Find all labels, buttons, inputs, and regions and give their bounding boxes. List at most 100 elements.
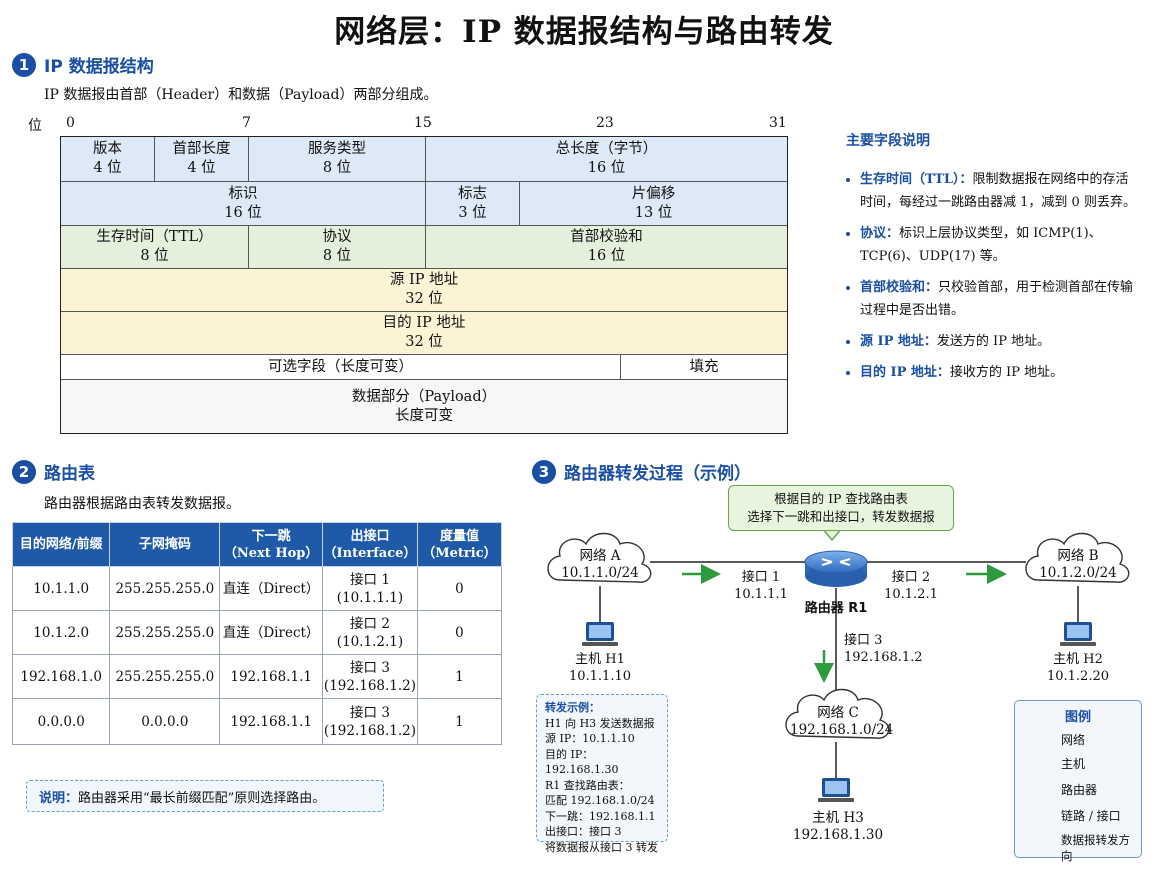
- legend-item: 数据报转发方向: [1061, 833, 1130, 863]
- field-name: 可选字段（长度可变）: [268, 358, 413, 375]
- table-row: 10.1.2.0 255.255.255.0 直连（Direct） 接口 2(1…: [11, 610, 503, 655]
- table-row: 192.168.1.0 255.255.255.0 192.168.1.1 接口…: [11, 654, 503, 699]
- legend-title: 图例: [1064, 710, 1091, 725]
- field-name: 标识: [228, 185, 258, 202]
- note-key: 协议：: [860, 226, 900, 241]
- field-payload: 数据部分（Payload） 长度可变: [61, 380, 787, 433]
- cell-mask: 255.255.255.0: [109, 610, 221, 655]
- host-icon: [582, 622, 618, 646]
- note-text: 标识上层协议类型，如 ICMP(1)、TCP(6)、UDP(17) 等。: [860, 226, 1102, 264]
- forwarding-example: 转发示例： H1 向 H3 发送数据报 源 IP：10.1.1.10 目的 IP…: [536, 694, 668, 854]
- bit-axis-label: 位: [28, 118, 42, 134]
- field-size: 13 位: [634, 204, 673, 221]
- legend: 图例 网络 主机 路由器 链路 / 接口 数据报转发方向: [1014, 700, 1142, 863]
- example-line: 下一跳：192.168.1.1: [545, 809, 656, 823]
- bit-tick: 23: [596, 115, 614, 131]
- field-name: 数据部分（Payload）: [351, 388, 497, 405]
- field-name: 源 IP 地址: [389, 272, 459, 288]
- field-size: 3 位: [458, 204, 487, 221]
- cell-next-hop: 直连（Direct）: [219, 610, 324, 655]
- cell-metric: 1: [416, 654, 503, 699]
- field-size: 32 位: [405, 334, 443, 350]
- field-notes: 主要字段说明 生存时间（TTL）：限制数据报在网络中的存活时间，每经过一跳路由器…: [846, 130, 1136, 392]
- table-row: 10.1.1.0 255.255.255.0 直连（Direct） 接口 1(1…: [11, 566, 503, 611]
- field-name: 协议: [322, 229, 352, 245]
- example-line: 源 IP：10.1.1.10: [545, 732, 635, 745]
- page-title: 网络层：IP 数据报结构与路由转发: [334, 14, 834, 50]
- field-size: 32 位: [405, 291, 443, 307]
- cell-metric: 0: [416, 610, 503, 655]
- field-name: 标志: [458, 185, 487, 202]
- note-key: 生存时间（TTL）：: [860, 172, 973, 187]
- ip-header-diagram: 版本 4 位 首部长度 4 位 服务类型 8 位 总长度（字节） 16 位 标识…: [60, 136, 788, 434]
- note-key: 源 IP 地址：: [860, 334, 937, 349]
- field-size: 4 位: [187, 160, 216, 176]
- note-text: 发送方的 IP 地址。: [936, 334, 1051, 349]
- field-size: 16 位: [587, 160, 626, 176]
- section-2-desc: 路由器根据路由表转发数据报。: [44, 496, 240, 512]
- section-title: IP 数据报结构: [44, 57, 154, 77]
- field-size: 8 位: [322, 248, 352, 264]
- note-item: 首部校验和：只校验首部，用于检测首部在传输过程中是否出错。: [860, 276, 1136, 322]
- note-text: 路由器采用“最长前缀匹配”原则选择路由。: [78, 790, 326, 806]
- router-icon: [804, 550, 868, 587]
- field-dst-ip: 目的 IP 地址 32 位: [61, 312, 787, 355]
- cell-next-hop: 直连（Direct）: [219, 566, 324, 611]
- routing-table: 目的网络/前缀 子网掩码 下一跳（Next Hop） 出接口（Interface…: [11, 522, 503, 745]
- cell-interface: 接口 3(192.168.1.2): [322, 698, 418, 745]
- cell-interface: 接口 1(10.1.1.1): [322, 566, 418, 611]
- cloud-icon: [547, 532, 652, 583]
- cell-dest: 192.168.1.0: [11, 654, 111, 699]
- field-size: 16 位: [224, 204, 262, 221]
- field-name: 片偏移: [631, 185, 676, 202]
- host-icon: [818, 778, 854, 802]
- callout-line: 选择下一跳和出接口，转发数据报: [747, 509, 935, 524]
- field-src-ip: 源 IP 地址 32 位: [61, 269, 787, 312]
- table-note: 说明： 路由器采用“最长前缀匹配”原则选择路由。: [26, 780, 384, 812]
- col-header: 子网掩码: [109, 522, 221, 567]
- section-title: 路由器转发过程（示例）: [564, 464, 751, 484]
- example-line: 将数据报从接口 3 转发: [545, 840, 658, 854]
- field-fragment-offset: 片偏移 13 位: [520, 182, 787, 226]
- cell-metric: 0: [416, 566, 503, 611]
- bit-tick: 7: [242, 115, 251, 131]
- cell-dest: 10.1.1.0: [11, 566, 111, 611]
- field-size: 16 位: [587, 248, 626, 264]
- field-name: 目的 IP 地址: [382, 315, 466, 331]
- note-key: 目的 IP 地址：: [860, 365, 950, 380]
- note-item: 源 IP 地址：发送方的 IP 地址。: [860, 330, 1136, 353]
- legend-item: 链路 / 接口: [1061, 809, 1121, 823]
- callout-line: 根据目的 IP 查找路由表: [774, 491, 908, 506]
- note-key: 说明：: [39, 790, 79, 806]
- section-2-header: 2 路由表: [12, 459, 95, 484]
- note-text: 只校验首部，用于检测首部在传输过程中是否出错。: [860, 280, 1134, 318]
- field-ihl: 首部长度 4 位: [155, 137, 249, 182]
- cloud-icon: [1025, 532, 1130, 583]
- field-version: 版本 4 位: [61, 137, 155, 182]
- legend-item: 网络: [1061, 733, 1086, 747]
- host-icon: [1060, 622, 1096, 646]
- section-number: 2: [12, 459, 36, 484]
- field-size: 4 位: [93, 160, 122, 176]
- example-line: 匹配 192.168.1.0/24: [545, 794, 655, 807]
- example-line: 出接口：接口 3: [545, 825, 622, 838]
- section-number: 1: [12, 52, 36, 77]
- cell-mask: 255.255.255.0: [109, 654, 221, 699]
- example-line: 目的 IP：192.168.1.30: [545, 747, 619, 777]
- field-size: 长度可变: [395, 407, 453, 424]
- note-text: 限制数据报在网络中的存活时间，每经过一跳路由器减 1，减到 0 则丢弃。: [860, 172, 1136, 210]
- cell-dest: 0.0.0.0: [11, 698, 111, 745]
- cloud-icon: [785, 688, 890, 739]
- section-title: 路由表: [44, 464, 95, 484]
- col-header: 出接口（Interface）: [322, 522, 418, 567]
- field-name: 版本: [93, 141, 122, 157]
